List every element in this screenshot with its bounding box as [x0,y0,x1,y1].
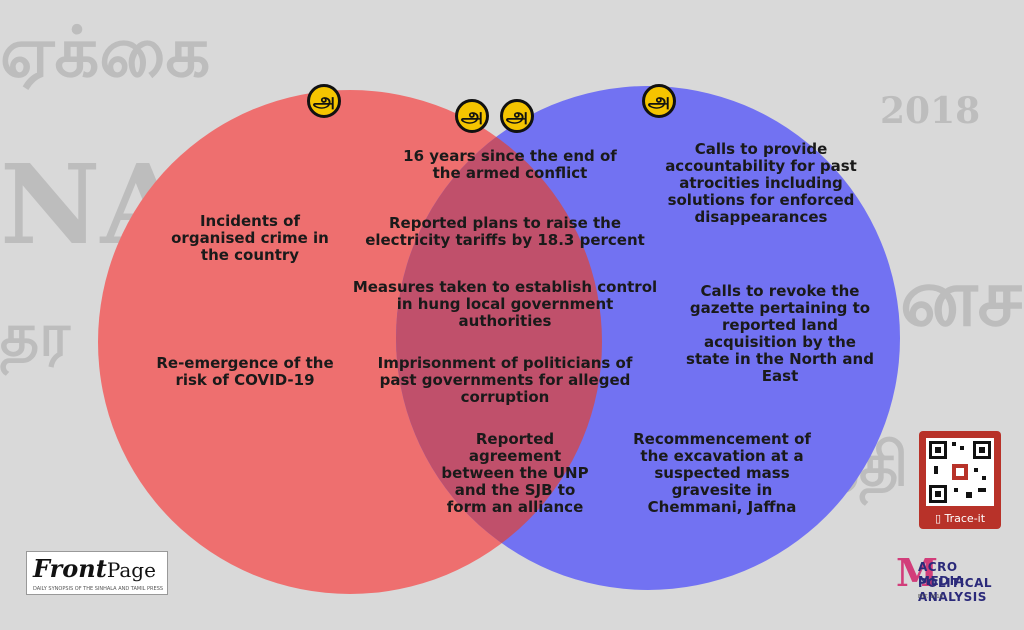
frontpage-title-page: Page [106,558,156,582]
overlap-item-3: Measures taken to establish control in h… [352,278,658,330]
right-item-3: Recommencement of the excavation at a su… [633,430,811,516]
right-item-1: Calls to provide accountability for past… [665,140,857,226]
overlap-region [396,90,602,590]
overlap-badge-icon-1: அ [455,99,489,133]
acro-line1: ACRO MEDIA [918,560,965,588]
overlap-item-1: 16 years since the end of the armed conf… [403,147,617,182]
qr-code[interactable]: ▯ Trace-it [919,431,1001,529]
left-item-1: Incidents of organised crime in the coun… [171,212,329,264]
frontpage-subtitle: DAILY SYNOPSIS OF THE SINHALA AND TAMIL … [33,586,164,592]
acro-est: EST. 2018 [918,594,943,600]
overlap-item-4: Imprisonment of politicians of past gove… [377,354,633,406]
left-badge-icon: அ [307,84,341,118]
qr-label: ▯ Trace-it [934,512,986,525]
overlap-item-5: Reported agreement between the UNP and t… [441,430,589,516]
acro-logo-mark-icon: M [896,550,939,595]
overlap-item-2: Reported plans to raise the electricity … [365,214,645,249]
acro-media-logo: M ACRO MEDIA POLITICAL ANALYSIS EST. 201… [896,550,1006,605]
frontpage-title: Front [33,554,107,583]
acro-line2: POLITICAL ANALYSIS [918,576,992,604]
right-badge-icon: அ [642,84,676,118]
qr-pattern-icon [926,438,994,506]
left-item-2: Re-emergence of the risk of COVID-19 [156,354,334,389]
frontpage-logo: FrontPage DAILY SYNOPSIS OF THE SINHALA … [26,551,168,595]
qr-label-text: Trace-it [944,512,986,525]
overlap-badge-icon-2: அ [500,99,534,133]
right-item-2: Calls to revoke the gazette pertaining t… [686,282,874,385]
